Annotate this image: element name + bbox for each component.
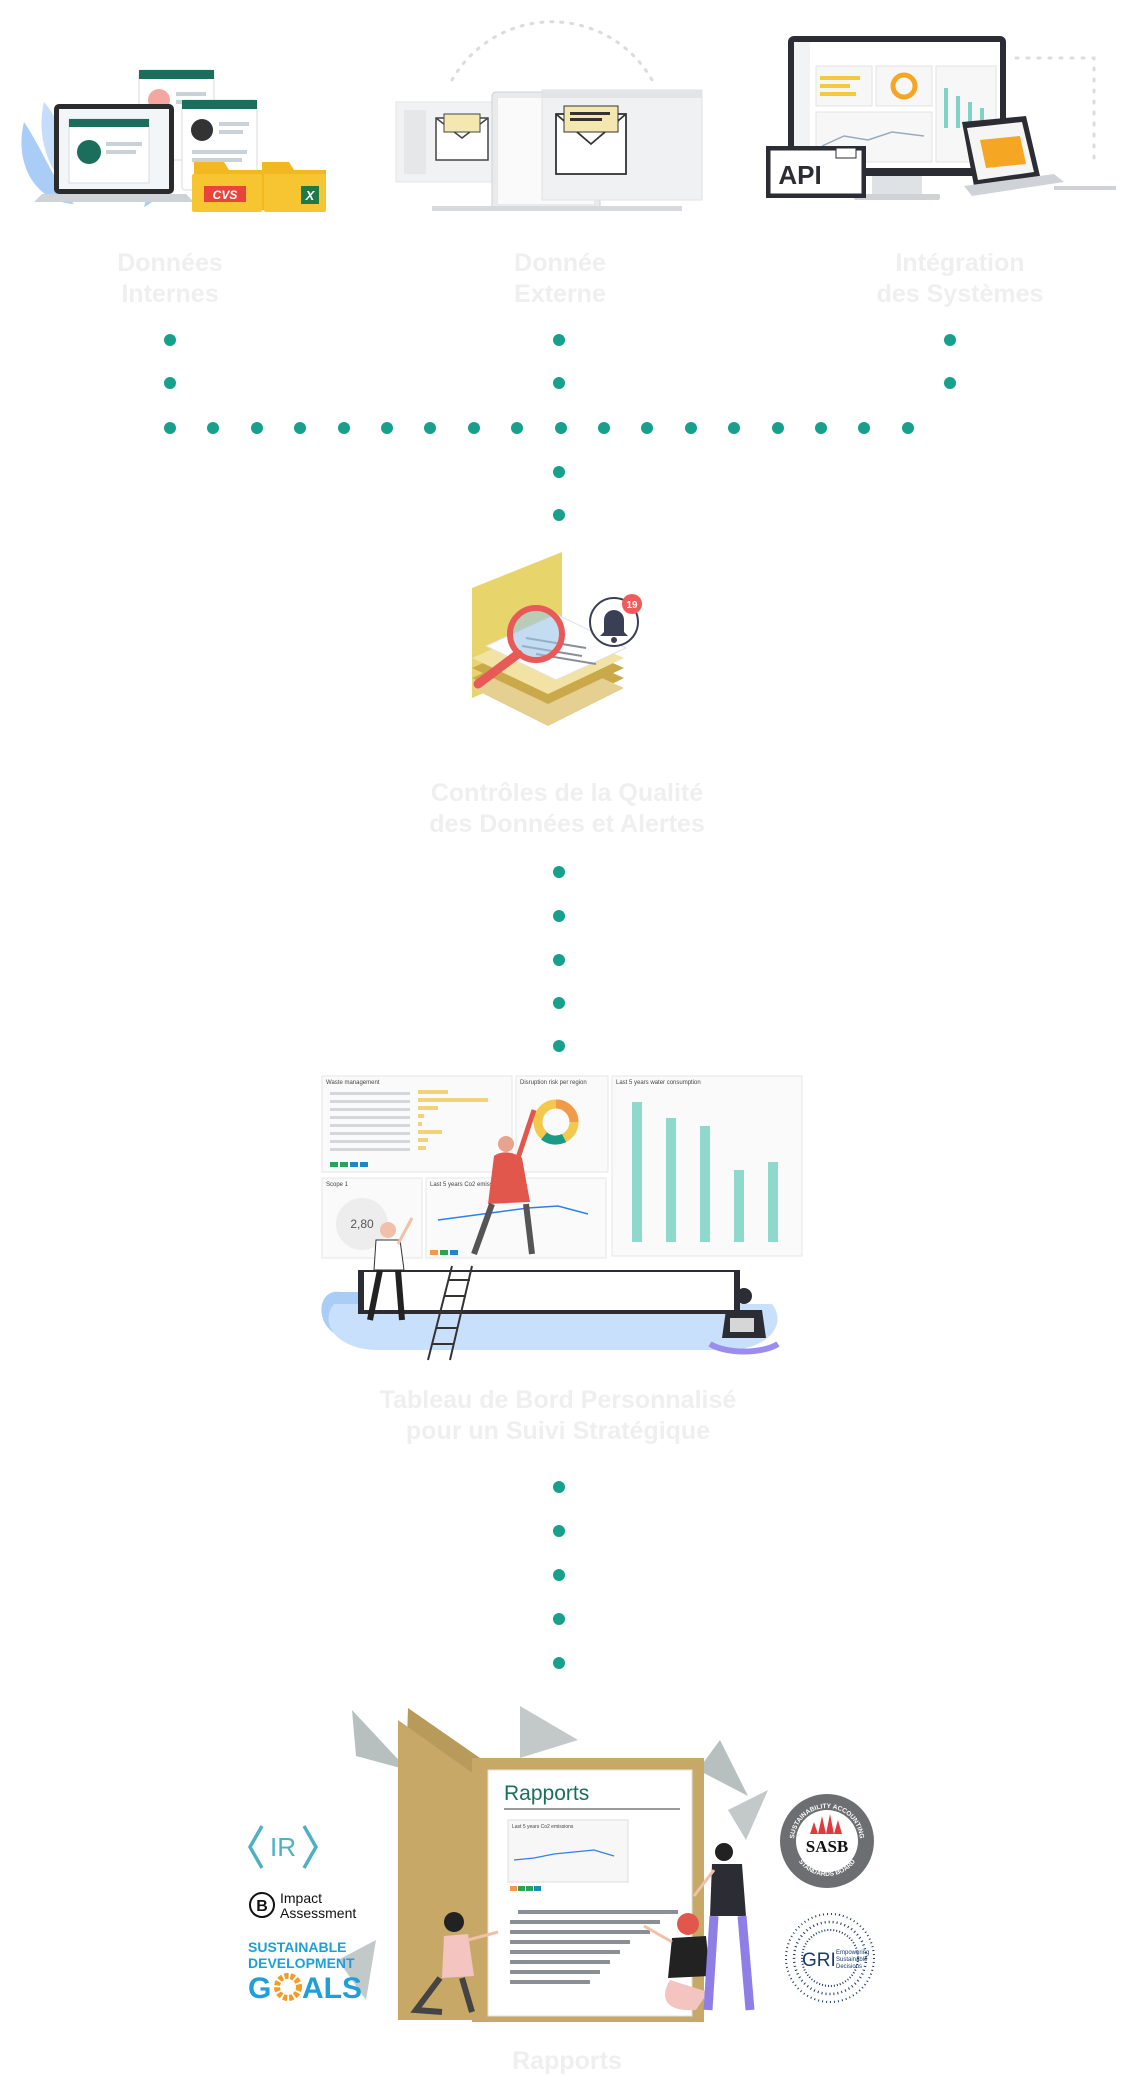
svg-text:DEVELOPMENT: DEVELOPMENT bbox=[248, 1955, 355, 1971]
svg-text:Assessment: Assessment bbox=[280, 1905, 356, 1921]
connector-dot bbox=[553, 1040, 565, 1052]
svg-text:Last 5 years water consumption: Last 5 years water consumption bbox=[616, 1080, 701, 1086]
svg-text:Empowering: Empowering bbox=[836, 1950, 869, 1956]
magnifier-documents-bell-illustration: 19 bbox=[472, 552, 642, 726]
connector-dot bbox=[553, 954, 565, 966]
connector-dot bbox=[902, 422, 914, 434]
connector-dot bbox=[424, 422, 436, 434]
gri-logo: GRI Empowering Sustainable Decisions bbox=[785, 1913, 875, 2003]
svg-text:Rapports: Rapports bbox=[504, 1782, 589, 1805]
connector-dot bbox=[555, 422, 567, 434]
connector-dot bbox=[553, 466, 565, 478]
svg-text:B: B bbox=[256, 1898, 268, 1915]
svg-text:Scope 1: Scope 1 bbox=[326, 1182, 349, 1188]
connector-dot bbox=[553, 866, 565, 878]
connector-dot bbox=[338, 422, 350, 434]
laptop-cv-excel-illustration: CVS X bbox=[21, 69, 326, 212]
svg-text:Last 5 years Co2 emissions: Last 5 years Co2 emissions bbox=[430, 1182, 504, 1188]
connector-dot bbox=[553, 997, 565, 1009]
svg-text:CVS: CVS bbox=[213, 188, 238, 202]
connector-dot bbox=[553, 509, 565, 521]
connector-dot bbox=[164, 377, 176, 389]
connector-dot bbox=[381, 422, 393, 434]
sasb-logo: SUSTAINABILITY ACCOUNTING STANDARDS BOAR… bbox=[780, 1794, 874, 1888]
svg-text:2,80: 2,80 bbox=[350, 1217, 374, 1231]
connector-dot bbox=[553, 1525, 565, 1537]
svg-text:Decisions: Decisions bbox=[836, 1964, 862, 1970]
svg-text:SUSTAINABLE: SUSTAINABLE bbox=[248, 1939, 347, 1955]
svg-text:Sustainable: Sustainable bbox=[836, 1957, 868, 1963]
connector-dot bbox=[553, 1657, 565, 1669]
svg-text:Disruption risk per region: Disruption risk per region bbox=[520, 1080, 587, 1086]
reports-folder-illustration: Rapports Last 5 years Co2 emissions bbox=[338, 1706, 768, 2022]
caption-reports: Rapports bbox=[512, 2047, 622, 2075]
connector-dot bbox=[207, 422, 219, 434]
connector-dot bbox=[772, 422, 784, 434]
email-laptop-illustration bbox=[395, 20, 703, 211]
connector-dot bbox=[511, 422, 523, 434]
svg-text:SASB: SASB bbox=[806, 1837, 849, 1856]
dashboard-team-illustration: Waste management Disruption risk per reg… bbox=[321, 1075, 803, 1361]
svg-text:ALS: ALS bbox=[302, 1972, 362, 2002]
connector-dot bbox=[685, 422, 697, 434]
connector-dot bbox=[553, 377, 565, 389]
notification-count: 19 bbox=[626, 600, 638, 611]
connector-dot bbox=[294, 422, 306, 434]
connector-dot bbox=[553, 334, 565, 346]
connector-dot bbox=[944, 377, 956, 389]
sdg-logo: SUSTAINABLE DEVELOPMENT G ALS bbox=[248, 1939, 362, 2002]
ir-logo: IR bbox=[248, 1825, 318, 1869]
connector-dot bbox=[858, 422, 870, 434]
svg-text:G: G bbox=[248, 1972, 271, 2002]
connector-dot bbox=[815, 422, 827, 434]
svg-text:GRI: GRI bbox=[802, 1950, 836, 1971]
connector-dot bbox=[553, 1613, 565, 1625]
svg-text:API: API bbox=[778, 160, 821, 190]
svg-text:X: X bbox=[305, 188, 316, 203]
svg-text:Waste management: Waste management bbox=[326, 1080, 380, 1086]
connector-dot bbox=[728, 422, 740, 434]
b-impact-assessment-logo: B Impact Assessment bbox=[249, 1890, 356, 1921]
svg-text:IR: IR bbox=[270, 1832, 296, 1862]
connector-dot bbox=[553, 910, 565, 922]
connector-dot bbox=[251, 422, 263, 434]
connector-dot bbox=[164, 422, 176, 434]
connector-dot bbox=[553, 1569, 565, 1581]
connector-dot bbox=[944, 334, 956, 346]
svg-text:Last 5 years Co2 emissions: Last 5 years Co2 emissions bbox=[512, 1824, 574, 1830]
connector-dot bbox=[598, 422, 610, 434]
connector-dot bbox=[468, 422, 480, 434]
connector-dot bbox=[641, 422, 653, 434]
svg-text:Impact: Impact bbox=[280, 1890, 322, 1906]
api-monitor-illustration: API bbox=[766, 36, 1116, 200]
connector-dot bbox=[553, 1481, 565, 1493]
connector-dot bbox=[164, 334, 176, 346]
